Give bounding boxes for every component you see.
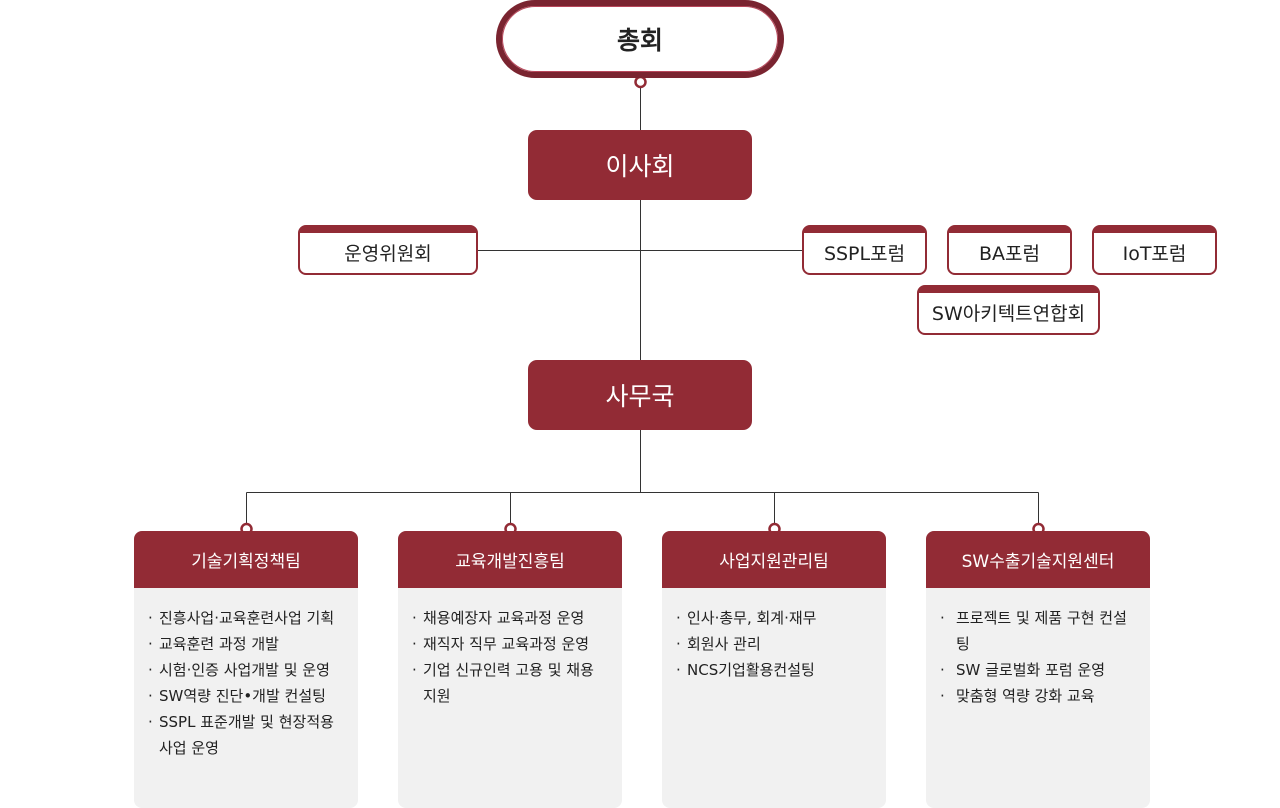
bullet: · bbox=[148, 661, 153, 679]
committee-iot-forum: IoT포럼 bbox=[1092, 225, 1217, 275]
committee-sw-architect-union: SW아키텍트연합회 bbox=[917, 285, 1100, 335]
team-title: 사업지원관리팀 bbox=[662, 531, 886, 588]
committee-ba-forum-label: BA포럼 bbox=[979, 242, 1040, 265]
team-education-development: 교육개발진흥팀 · 채용예장자 교육과정 운영 · 재직자 직무 교육과정 운영 ·… bbox=[398, 531, 622, 808]
team-business-support: 사업지원관리팀 · 인사·총무, 회계·재무 · 회원사 관리 · NCS기업활용컨설… bbox=[662, 531, 886, 808]
list-item: · 재직자 직무 교육과정 운영 bbox=[412, 631, 612, 657]
list-item-text: 맞춤형 역량 강화 교육 bbox=[956, 687, 1095, 705]
list-item-text: 인사·총무, 회계·재무 bbox=[687, 609, 817, 627]
list-item-text: 시험·인증 사업개발 및 운영 bbox=[159, 661, 330, 679]
bullet: · bbox=[676, 635, 681, 653]
list-item: · SSPL 표준개발 및 현장적용 사업 운영 bbox=[148, 709, 348, 761]
team-tech-planning: 기술기획정책팀 · 진흥사업·교육훈련사업 기획 · 교육훈련 과정 개발 · 시험·… bbox=[134, 531, 358, 808]
list-item: · 맞춤형 역량 강화 교육 bbox=[940, 683, 1140, 709]
committee-sw-architect-union-label: SW아키텍트연합회 bbox=[931, 302, 1086, 325]
list-item-text: SW 글로벌화 포럼 운영 bbox=[956, 661, 1106, 679]
bullet: · bbox=[940, 687, 945, 705]
committee-sspl-forum: SSPL포럼 bbox=[802, 225, 927, 275]
board-label: 이사회 bbox=[605, 152, 675, 181]
list-item: · SW역량 진단•개발 컨설팅 bbox=[148, 683, 348, 709]
bullet: · bbox=[412, 609, 417, 627]
bullet: · bbox=[676, 661, 681, 679]
list-item-text: 기업 신규인력 고용 및 채용 지원 bbox=[423, 661, 594, 705]
list-item: · 채용예장자 교육과정 운영 bbox=[412, 605, 612, 631]
list-item-text: 프로젝트 및 제품 구현 컨설팅 bbox=[956, 609, 1127, 653]
team-duties-list: · 진흥사업·교육훈련사업 기획 · 교육훈련 과정 개발 · 시험·인증 사업개발 … bbox=[134, 588, 358, 761]
list-item-text: 진흥사업·교육훈련사업 기획 bbox=[159, 609, 335, 627]
bullet: · bbox=[148, 635, 153, 653]
committee-iot-forum-label: IoT포럼 bbox=[1122, 242, 1187, 265]
board-node: 이사회 bbox=[528, 130, 752, 200]
list-item-text: NCS기업활용컨설팅 bbox=[687, 661, 815, 679]
list-item: · 회원사 관리 bbox=[676, 631, 876, 657]
office-node: 사무국 bbox=[528, 360, 752, 430]
bullet: · bbox=[412, 635, 417, 653]
list-item: · SW 글로벌화 포럼 운영 bbox=[940, 657, 1140, 683]
committee-ba-forum: BA포럼 bbox=[947, 225, 1072, 275]
bullet: · bbox=[148, 713, 153, 731]
list-item: · 진흥사업·교육훈련사업 기획 bbox=[148, 605, 348, 631]
list-item: · 시험·인증 사업개발 및 운영 bbox=[148, 657, 348, 683]
team-duties-list: · 프로젝트 및 제품 구현 컨설팅 · SW 글로벌화 포럼 운영 · 맞춤형 역량… bbox=[926, 588, 1150, 709]
committee-operations-label: 운영위원회 bbox=[344, 242, 432, 265]
list-item-text: 회원사 관리 bbox=[687, 635, 761, 653]
bullet: · bbox=[412, 661, 417, 679]
list-item: · 기업 신규인력 고용 및 채용 지원 bbox=[412, 657, 612, 709]
bullet: · bbox=[676, 609, 681, 627]
team-title: 기술기획정책팀 bbox=[134, 531, 358, 588]
team-title: 교육개발진흥팀 bbox=[398, 531, 622, 588]
list-item-text: SSPL 표준개발 및 현장적용 사업 운영 bbox=[159, 713, 334, 757]
bullet: · bbox=[148, 687, 153, 705]
team-duties-list: · 채용예장자 교육과정 운영 · 재직자 직무 교육과정 운영 · 기업 신규인력 … bbox=[398, 588, 622, 709]
list-item: · 인사·총무, 회계·재무 bbox=[676, 605, 876, 631]
team-sw-export-center: SW수출기술지원센터 · 프로젝트 및 제품 구현 컨설팅 · SW 글로벌화 포럼… bbox=[926, 531, 1150, 808]
assembly-label: 총회 bbox=[616, 26, 663, 55]
list-item: · 교육훈련 과정 개발 bbox=[148, 631, 348, 657]
list-item: · NCS기업활용컨설팅 bbox=[676, 657, 876, 683]
list-item-text: 재직자 직무 교육과정 운영 bbox=[423, 635, 590, 653]
bullet: · bbox=[148, 609, 153, 627]
list-item: · 프로젝트 및 제품 구현 컨설팅 bbox=[940, 605, 1140, 657]
team-title: SW수출기술지원센터 bbox=[926, 531, 1150, 588]
committee-operations: 운영위원회 bbox=[298, 225, 478, 275]
list-item-text: 교육훈련 과정 개발 bbox=[159, 635, 279, 653]
team-duties-list: · 인사·총무, 회계·재무 · 회원사 관리 · NCS기업활용컨설팅 bbox=[662, 588, 886, 683]
assembly-node: 총회 bbox=[496, 0, 784, 78]
committee-sspl-forum-label: SSPL포럼 bbox=[823, 242, 906, 265]
bullet: · bbox=[940, 661, 945, 679]
list-item-text: 채용예장자 교육과정 운영 bbox=[423, 609, 585, 627]
bullet: · bbox=[940, 609, 945, 627]
list-item-text: SW역량 진단•개발 컨설팅 bbox=[159, 687, 326, 705]
connector-dot-assembly bbox=[634, 75, 647, 89]
office-label: 사무국 bbox=[605, 382, 675, 411]
